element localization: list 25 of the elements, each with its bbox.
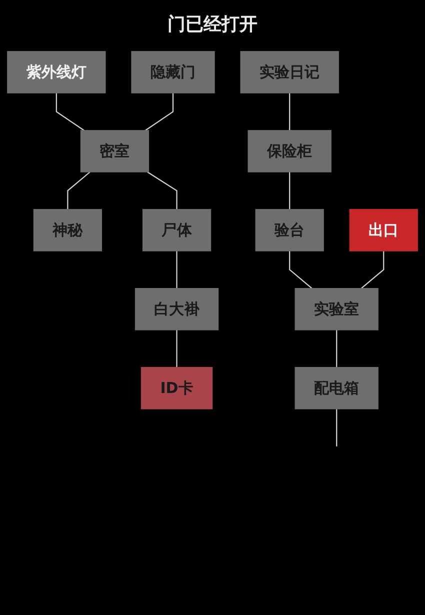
diagram-title: 门已经打开	[168, 13, 258, 36]
connector-line	[336, 408, 338, 446]
connector-line	[176, 330, 178, 368]
item-box: 尸体	[142, 209, 212, 252]
item-box: 配电箱	[294, 366, 378, 410]
connector-line	[176, 250, 178, 288]
item-box: 实验日记	[240, 51, 339, 94]
item-box: 紫外线灯	[7, 51, 106, 94]
connector-line	[144, 92, 174, 131]
item-box: 隐藏门	[131, 51, 215, 94]
item-box: 验台	[255, 209, 324, 252]
item-box: 密室	[80, 130, 150, 172]
item-box: ID卡	[140, 366, 213, 410]
item-box: 白大褂	[134, 288, 219, 330]
connector-line	[289, 250, 312, 289]
item-box: 出口	[349, 209, 418, 252]
connector-line	[146, 171, 178, 210]
connector-line	[360, 250, 384, 289]
connector-line	[336, 330, 338, 368]
item-box: 实验室	[294, 288, 378, 330]
connector-line	[289, 172, 290, 210]
item-box: 保险柜	[248, 130, 332, 172]
connector-line	[289, 92, 290, 130]
connector-line	[56, 92, 84, 131]
connector-line	[67, 171, 90, 210]
